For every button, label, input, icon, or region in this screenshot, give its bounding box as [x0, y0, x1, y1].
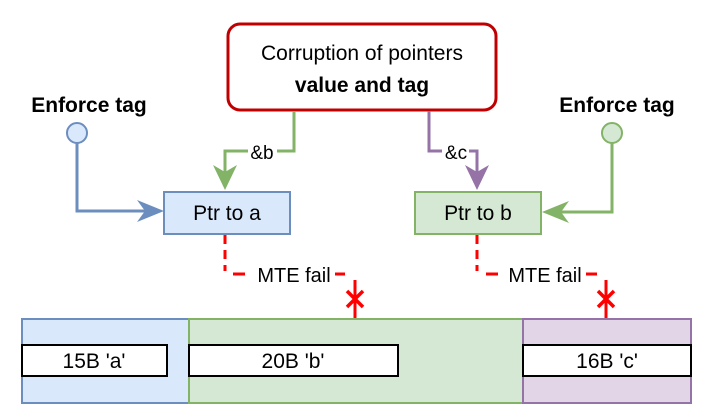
enforce-right-arrowhead	[542, 201, 569, 223]
buffer-a	[21, 344, 168, 377]
ptr-b-label: Ptr to b	[444, 202, 512, 225]
edge-c-arrowhead	[465, 165, 489, 190]
enforce-right-source-circle	[601, 122, 623, 144]
mte-right-label: MTE fail	[508, 265, 581, 287]
buffer-b	[188, 344, 399, 377]
buffer-a-label: 15B 'a'	[63, 350, 126, 373]
ptr-a-box	[163, 191, 291, 235]
enforce-left-edge	[75, 143, 150, 213]
mte-left-label: MTE fail	[257, 265, 330, 287]
corruption-line2: value and tag	[295, 74, 429, 97]
enforce-left-arrowhead	[137, 200, 164, 222]
corruption-box	[226, 22, 498, 112]
buffer-c	[522, 344, 692, 377]
mte-left-cross-icon	[345, 289, 365, 309]
edge-c-line-right	[469, 149, 479, 172]
ptr-a-label: Ptr to a	[193, 202, 261, 225]
buffer-c-label: 16B 'c'	[576, 350, 638, 373]
edge-b-line-right	[277, 111, 296, 153]
buffer-b-label: 20B 'b'	[262, 350, 325, 373]
ptr-b-box	[414, 191, 542, 235]
edge-b-arrowhead	[213, 165, 237, 190]
corruption-line1: Corruption of pointers	[261, 42, 463, 65]
enforce-left-source-circle	[66, 122, 88, 144]
edge-c-line-left	[427, 111, 442, 153]
edge-b-label: &b	[250, 143, 273, 164]
mte-right-cross-icon	[596, 289, 616, 309]
edge-b-line-left	[223, 149, 248, 175]
enforce-right-edge	[556, 143, 614, 214]
enforce-tag-left-label: Enforce tag	[31, 94, 147, 117]
enforce-tag-right-label: Enforce tag	[559, 94, 675, 117]
edge-c-label: &c	[445, 143, 467, 164]
